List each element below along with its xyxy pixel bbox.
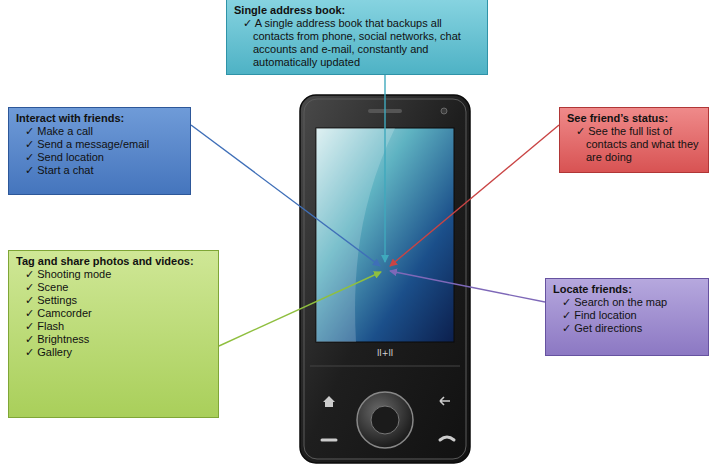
callout-box: Single address book:✓ A single address b… (226, 0, 488, 75)
callout-box: Interact with friends:✓ Make a call✓ Sen… (8, 107, 191, 195)
feature-item: ✓ Get directions (553, 322, 701, 335)
callout-heading: Tag and share photos and videos: (16, 255, 211, 268)
feature-item: ✓ Camcorder (16, 307, 211, 320)
feature-item: ✓ Start a chat (16, 164, 183, 177)
callout-heading: Locate friends: (553, 283, 701, 296)
brand-mark: II+II (377, 349, 393, 359)
leader-arrow (384, 75, 385, 262)
callout-box: Locate friends:✓ Search on the map✓ Find… (545, 278, 709, 356)
feature-item: ✓ Scene (16, 281, 211, 294)
feature-item: ✓ Send location (16, 151, 183, 164)
leader-arrow (219, 272, 381, 346)
feature-item: ✓ Brightness (16, 333, 211, 346)
leader-arrow (390, 271, 545, 302)
feature-item: ✓ Flash (16, 320, 211, 333)
callout-heading: See friend’s status: (567, 112, 701, 125)
feature-item: ✓ Make a call (16, 125, 183, 138)
feature-item: ✓ Settings (16, 294, 211, 307)
callout-heading: Interact with friends: (16, 112, 183, 125)
callout-heading: Single address book: (234, 4, 480, 17)
leader-arrow (390, 125, 559, 266)
feature-item: ✓ Send a message/email (16, 138, 183, 151)
feature-item: ✓ A single address book that backups all… (234, 17, 480, 69)
leader-arrow (191, 125, 380, 266)
feature-item: ✓ Shooting mode (16, 268, 211, 281)
callout-box: See friend’s status:✓ See the full list … (559, 107, 709, 173)
callout-box: Tag and share photos and videos:✓ Shooti… (8, 250, 219, 418)
feature-item: ✓ Find location (553, 309, 701, 322)
feature-item: ✓ Gallery (16, 346, 211, 359)
feature-item: ✓ See the full list of contacts and what… (567, 125, 701, 164)
feature-item: ✓ Search on the map (553, 296, 701, 309)
